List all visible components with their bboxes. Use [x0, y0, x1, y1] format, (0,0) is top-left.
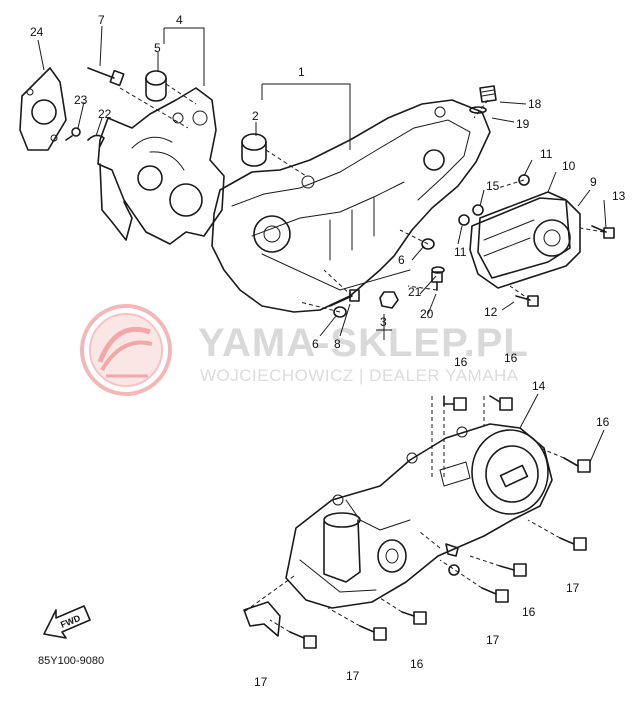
crankcase-left-4 — [97, 87, 225, 245]
nut-3 — [379, 291, 399, 309]
callout-16-e: 16 — [410, 657, 424, 671]
drawing-code: 85Y100-9080 — [38, 655, 104, 667]
dowel-6-lower — [333, 306, 347, 318]
bolt-16-a — [443, 395, 467, 411]
leader-lines — [37, 25, 607, 463]
bolt-16-e — [401, 611, 427, 625]
callout-15: 15 — [486, 179, 500, 193]
callout-17-d: 17 — [254, 675, 268, 689]
callout-19: 19 — [516, 117, 530, 131]
bolt-16-d — [499, 563, 527, 577]
alignment-lines — [119, 83, 605, 633]
watermark: YAMA-SKLEP.PL WOJCIECHOWICZ | DEALER YAM… — [80, 304, 529, 396]
drain-bolt-20 — [431, 271, 443, 291]
bolt-8 — [329, 289, 360, 307]
callout-5: 5 — [154, 41, 161, 55]
callout-23: 23 — [74, 93, 88, 107]
callout-21: 21 — [408, 285, 422, 299]
callout-11-lower: 11 — [454, 245, 467, 259]
callout-20: 20 — [420, 307, 434, 321]
callout-3: 3 — [380, 315, 387, 329]
callout-16-c: 16 — [596, 415, 610, 429]
callout-17-a: 17 — [566, 581, 580, 595]
callout-12: 12 — [484, 305, 498, 319]
callout-17-b: 17 — [486, 633, 500, 647]
callout-4: 4 — [176, 13, 183, 27]
washer-21 — [431, 266, 445, 274]
callout-18: 18 — [528, 97, 542, 111]
watermark-dealer: WOJCIECHOWICZ | DEALER YAMAHA — [200, 366, 519, 385]
transmission-cover-14 — [285, 423, 553, 609]
callout-9: 9 — [590, 175, 597, 189]
bolt-12 — [515, 295, 539, 307]
callout-16-b: 16 — [504, 351, 518, 365]
plug-18 — [479, 85, 497, 103]
seal-strip — [243, 601, 281, 637]
callout-16-d: 16 — [522, 605, 536, 619]
callout-6-upper: 6 — [398, 253, 405, 267]
callout-2: 2 — [252, 109, 259, 123]
bolt-17-b — [481, 587, 509, 603]
clip-22 — [87, 134, 105, 147]
crankcase-main-1 — [211, 99, 491, 313]
fwd-arrow: FWD — [43, 605, 91, 639]
bolt-17-d — [289, 631, 317, 649]
damper-5 — [145, 70, 167, 102]
callout-7: 7 — [98, 13, 105, 27]
callout-10: 10 — [562, 159, 576, 173]
callout-1: 1 — [298, 65, 305, 79]
bolt-17-c — [359, 625, 387, 641]
dowel-11-lower — [458, 214, 470, 226]
bolt-16-c — [563, 457, 591, 473]
callout-6-lower: 6 — [312, 337, 319, 351]
callout-24: 24 — [30, 25, 44, 39]
callout-13: 13 — [612, 189, 626, 203]
callout-22: 22 — [98, 107, 112, 121]
damper-2 — [241, 133, 267, 167]
bolt-13 — [591, 225, 615, 239]
callout-16-a: 16 — [454, 355, 468, 369]
dowel-pin-23 — [65, 127, 81, 141]
bolt-17-a — [559, 537, 587, 551]
callout-17-c: 17 — [346, 669, 360, 683]
dowel-15 — [472, 204, 484, 216]
crankcase-cover-9 — [469, 197, 581, 289]
gasket-plate-24 — [19, 67, 67, 151]
callout-11-upper: 11 — [540, 147, 553, 161]
dowel-6-upper — [421, 238, 435, 250]
bolt-16-b — [489, 395, 513, 411]
callout-labels: 24 7 4 5 23 22 1 2 18 19 11 10 9 13 15 1… — [30, 13, 626, 689]
dowel-cover — [445, 543, 460, 576]
watermark-logo — [80, 304, 172, 396]
watermark-brand: YAMA-SKLEP.PL — [198, 321, 529, 365]
callout-14: 14 — [532, 379, 546, 393]
callout-8: 8 — [334, 337, 341, 351]
bolt-7 — [87, 67, 125, 87]
